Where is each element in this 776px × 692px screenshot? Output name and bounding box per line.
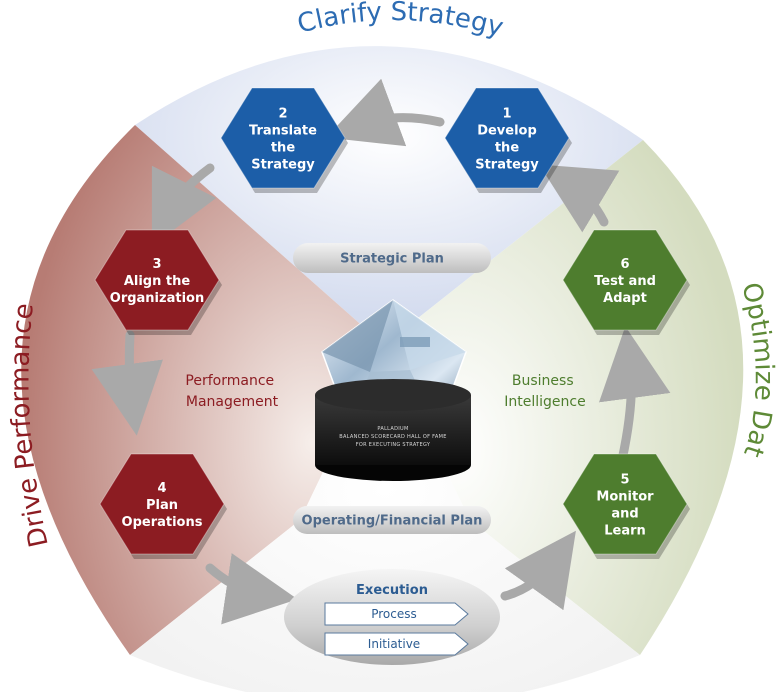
step-5-number: 5	[620, 473, 629, 488]
business-intelligence-label: Business Intelligence	[504, 373, 585, 410]
award-trophy-image: PALLADIUM BALANCED SCORECARD HALL OF FAM…	[315, 299, 471, 481]
step-4-label: Operations	[122, 515, 203, 530]
arrow-6-to-1	[539, 164, 620, 233]
step-5-label: and	[611, 507, 638, 522]
step-3-label: Align the	[124, 274, 191, 289]
step-2-label: Translate	[249, 124, 317, 139]
arrow-2-to-3	[151, 163, 217, 247]
process-arrow-box	[324, 602, 469, 626]
step-4-label: Plan	[146, 498, 178, 513]
step-5-label: Learn	[604, 524, 646, 539]
initiative-label: Initiative	[368, 637, 420, 651]
strategic-plan-label: Strategic Plan	[340, 252, 444, 267]
step-4-number: 4	[157, 481, 166, 496]
award-line-1: PALLADIUM	[377, 426, 408, 432]
step-1-label: Strategy	[475, 158, 539, 173]
strategic-plan-pill: Strategic Plan	[293, 243, 491, 273]
arrow-3-to-4	[91, 330, 163, 436]
step-1-number: 1	[502, 107, 511, 122]
step-6-label: Adapt	[603, 291, 647, 306]
step-3-number: 3	[152, 257, 161, 272]
step-2-number: 2	[278, 107, 287, 122]
step-2-label: the	[271, 141, 295, 156]
step-2-label: Strategy	[251, 158, 315, 173]
arrow-exec-to-5	[500, 530, 576, 611]
performance-management-label: Performance Management	[185, 373, 278, 410]
operating-plan-label: Operating/Financial Plan	[302, 514, 483, 529]
step-6-label: Test and	[594, 274, 656, 289]
operating-plan-pill: Operating/Financial Plan	[293, 506, 491, 534]
step-3-label: Organization	[110, 291, 204, 306]
process-label: Process	[371, 607, 417, 621]
step-1-label: the	[495, 141, 519, 156]
step-6-number: 6	[620, 257, 629, 272]
arrow-1-to-2	[326, 78, 445, 147]
award-line-3: FOR EXECUTING STRATEGY	[356, 442, 431, 448]
clarify-strategy-title: Clarify Strategy	[294, 0, 506, 43]
initiative-arrow-box	[324, 632, 469, 656]
award-line-2: BALANCED SCORECARD HALL OF FAME	[339, 434, 446, 440]
step-5-label: Monitor	[596, 490, 654, 505]
arrow-5-to-6	[598, 326, 671, 465]
execution-title: Execution	[356, 583, 428, 598]
execution-block: Execution Process Initiative	[284, 569, 500, 665]
arrow-4-to-exec	[205, 553, 298, 625]
step-1-label: Develop	[477, 124, 537, 139]
